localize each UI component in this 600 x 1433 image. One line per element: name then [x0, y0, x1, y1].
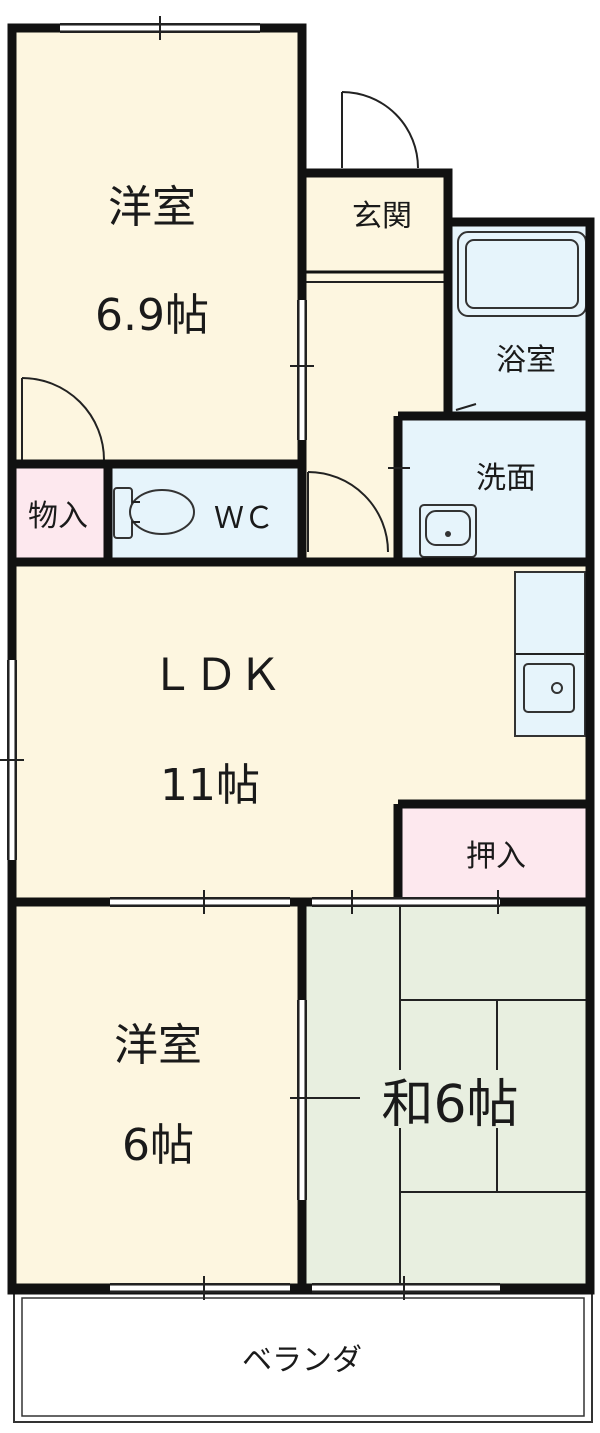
washroom-label: 洗面	[476, 461, 536, 496]
window-frames	[0, 16, 500, 1300]
toilet-icon	[113, 487, 195, 539]
entrance-label: 玄関	[352, 199, 412, 234]
west-room-2-size: 6帖	[122, 1120, 194, 1171]
japanese-room-label: 和6帖	[381, 1075, 518, 1135]
storage-small-label: 物入	[28, 499, 88, 534]
bathtub-icon	[457, 231, 587, 317]
door-swings	[21, 91, 477, 553]
ldk-label: ＬＤＫ	[150, 650, 282, 701]
sink-icon	[419, 504, 477, 558]
west-room-1-size: 6.9帖	[95, 290, 209, 341]
balcony-label: ベランダ	[242, 1343, 362, 1378]
closet-label: 押入	[466, 839, 526, 874]
west-room-1-area	[12, 28, 302, 464]
closet-area	[398, 804, 590, 902]
west-room-1-name: 洋室	[108, 182, 196, 233]
balcony-rail	[13, 1291, 593, 1423]
west-room-2-area	[12, 902, 302, 1288]
kitchen-counter-icon	[514, 571, 586, 737]
entrance-area	[302, 173, 448, 272]
storage-small-area	[12, 464, 108, 562]
west-room-2-name: 洋室	[114, 1020, 202, 1071]
bath-label: 浴室	[496, 343, 556, 378]
wc-label: ＷＣ	[214, 501, 274, 536]
ldk-size: 11帖	[160, 760, 260, 811]
